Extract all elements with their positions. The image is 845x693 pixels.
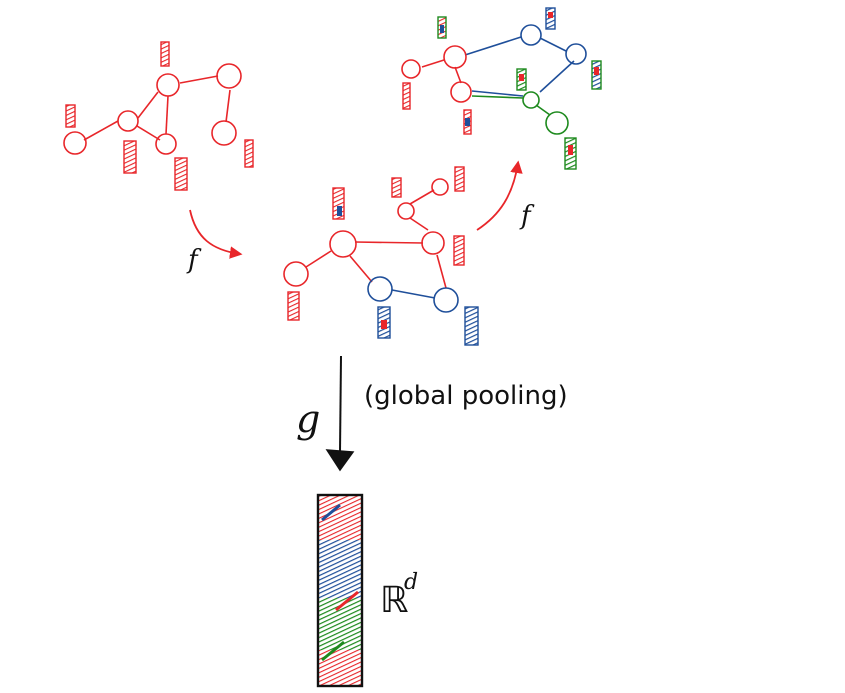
graph-node (283, 261, 309, 287)
feature-vector (545, 7, 556, 30)
arrow-f-2 (476, 160, 523, 231)
graph-node (156, 73, 180, 97)
feature-vector (65, 104, 76, 128)
feature-vector (287, 291, 300, 321)
pooled-vector (316, 493, 364, 688)
feature-vector (453, 235, 465, 266)
label-f-1: f (186, 245, 202, 275)
arrow-g-head (325, 449, 355, 472)
graph-node (421, 231, 445, 255)
feature-vector (402, 82, 411, 110)
label-space-superscript: d (404, 570, 418, 595)
feature-vector (123, 140, 137, 174)
feature-vectors-step-1 (287, 166, 479, 346)
graph-node (397, 202, 415, 220)
feature-vector (454, 166, 465, 192)
label-space: ℝ (380, 580, 409, 621)
graph-step-1 (283, 178, 459, 313)
graph-node (431, 178, 449, 196)
graph-node (63, 131, 87, 155)
feature-vector (391, 177, 402, 198)
graph-node (522, 91, 540, 109)
feature-vectors-step-2 (402, 7, 602, 170)
graph-node (155, 133, 177, 155)
arrow-g (339, 355, 342, 453)
graph-node (401, 59, 421, 79)
feature-vector (160, 41, 170, 67)
feature-vector (174, 157, 188, 191)
graph-node (211, 120, 237, 146)
graph-node (565, 43, 587, 65)
label-f-2: f (519, 201, 535, 231)
graph-node (545, 111, 569, 135)
graph-node (443, 45, 467, 69)
graph-initial (63, 63, 242, 155)
graph-node (433, 287, 459, 313)
graph-node (367, 276, 393, 302)
graph-node (520, 24, 542, 46)
graph-step-2 (401, 24, 587, 135)
feature-vector (244, 139, 254, 168)
graph-node (329, 230, 357, 258)
graph-node (216, 63, 242, 89)
graph-node (450, 81, 472, 103)
pooled-vector-outline (316, 493, 364, 688)
arrow-f-1 (189, 209, 243, 259)
graph-node (117, 110, 139, 132)
feature-vectors-initial (65, 41, 254, 191)
label-global-pooling: (global pooling) (364, 381, 568, 411)
feature-vector (332, 187, 345, 220)
feature-vector (464, 306, 479, 346)
label-g: g (296, 397, 320, 441)
